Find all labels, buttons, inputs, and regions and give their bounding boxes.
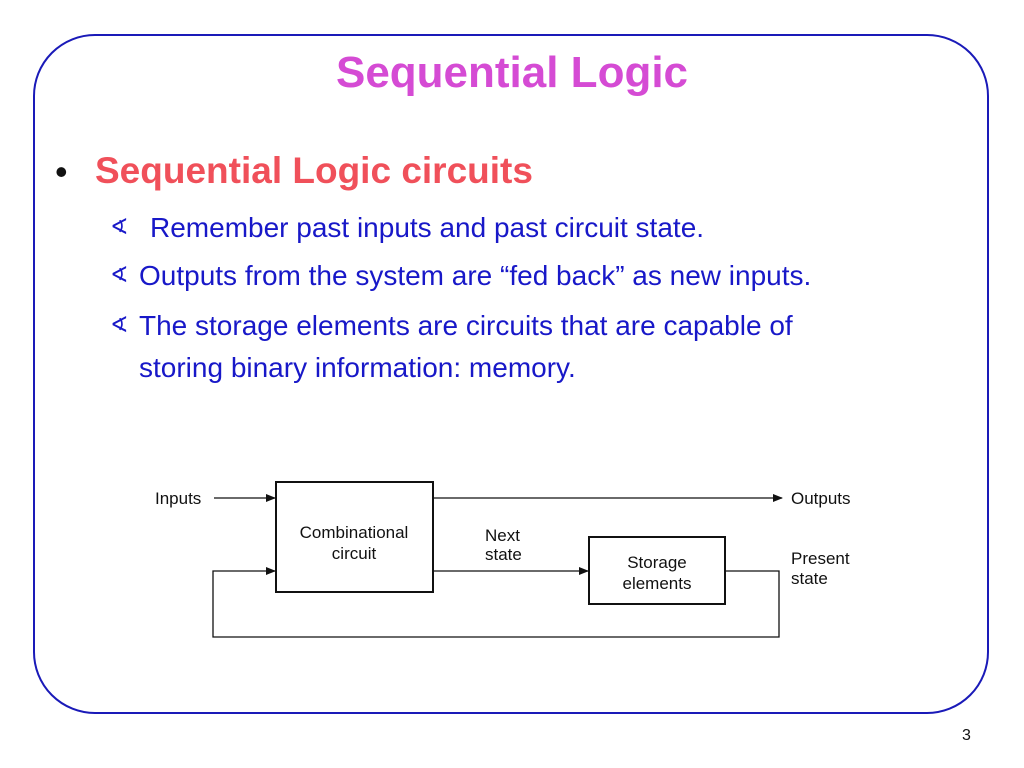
storage-label-line-1: Storage (627, 553, 687, 572)
next-state-label-line-2: state (485, 545, 522, 564)
combinational-label-line-1: Combinational (300, 523, 409, 542)
page-number: 3 (962, 727, 971, 744)
next-state-label-line-1: Next (485, 526, 520, 545)
outputs-label: Outputs (791, 489, 851, 508)
sub-bullet-marker-2: ∢ (110, 263, 129, 288)
storage-elements-box (588, 536, 726, 605)
inputs-label: Inputs (155, 489, 201, 508)
bullet-dot: • (55, 151, 68, 192)
slide-frame (33, 34, 989, 714)
feedback-loop-arrow (212, 567, 780, 638)
combinational-circuit-box (275, 481, 434, 593)
sub-bullet-3-line-2: storing binary information: memory. (139, 352, 576, 383)
bullet-heading: Sequential Logic circuits (95, 150, 533, 191)
sub-bullet-3-line-1: The storage elements are circuits that a… (139, 310, 793, 341)
sub-bullet-marker-1: ∢ (110, 215, 129, 240)
sub-bullet-2: Outputs from the system are “fed back” a… (139, 260, 812, 291)
sub-bullet-1: Remember past inputs and past circuit st… (150, 212, 705, 243)
storage-label-line-2: elements (623, 574, 692, 593)
slide-title: Sequential Logic (335, 48, 689, 97)
sub-bullet-marker-3: ∢ (110, 313, 129, 338)
present-state-label-line-1: Present (791, 549, 850, 568)
combinational-label-line-2: circuit (332, 544, 377, 563)
present-state-label-line-2: state (791, 569, 828, 588)
